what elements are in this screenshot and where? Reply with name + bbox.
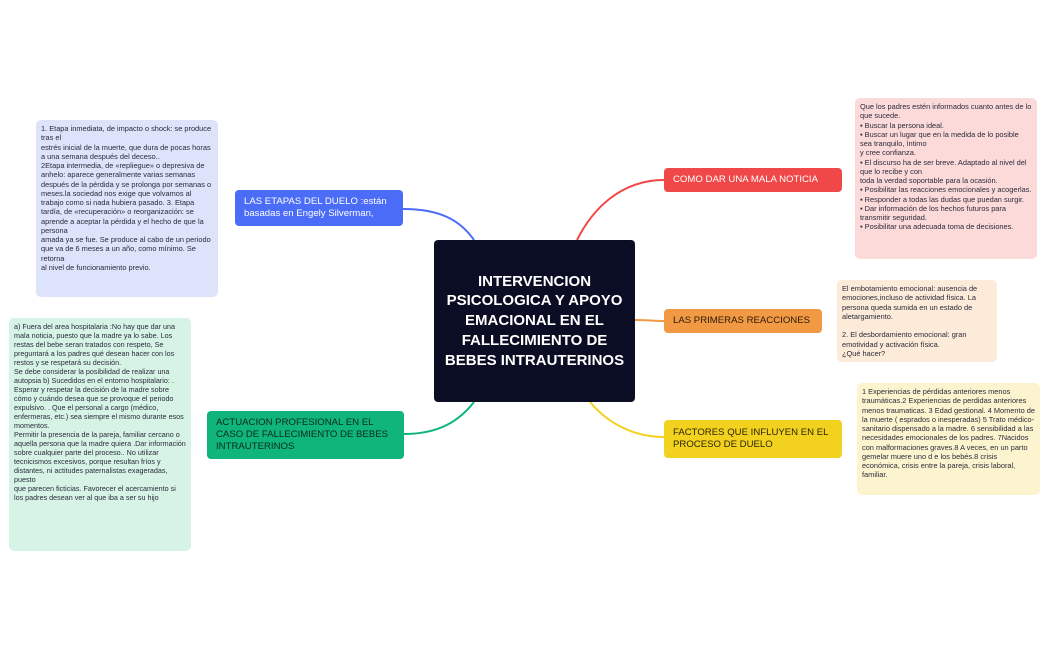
topic-factores-duelo[interactable]: FACTORES QUE INFLUYEN EN EL PROCESO DE D… <box>664 420 842 458</box>
topic-actuacion-profesional[interactable]: ACTUACION PROFESIONAL EN EL CASO DE FALL… <box>207 411 404 459</box>
note-primeras-reacciones: El embotamiento emocional: ausencia de e… <box>837 280 997 362</box>
topic-primeras-reacciones[interactable]: LAS PRIMERAS REACCIONES <box>664 309 822 333</box>
connector-factores <box>589 401 665 438</box>
connector-etapas <box>402 208 475 241</box>
note-etapas-duelo: 1. Etapa inmediata, de impacto o shock: … <box>36 120 218 297</box>
note-actuacion-profesional: a) Fuera del area hospitalaria :No hay q… <box>9 318 191 551</box>
note-factores-duelo: 1 Experiencias de pérdidas anteriores me… <box>857 383 1040 495</box>
connector-reacciones <box>634 319 665 322</box>
connector-actuacion <box>403 401 475 435</box>
topic-mala-noticia[interactable]: COMO DAR UNA MALA NOTICIA <box>664 168 842 192</box>
note-mala-noticia: Que los padres estén informados cuanto a… <box>855 98 1037 259</box>
topic-etapas-duelo[interactable]: LAS ETAPAS DEL DUELO :están basadas en E… <box>235 190 403 226</box>
central-topic[interactable]: INTERVENCION PSICOLOGICA Y APOYO EMACION… <box>434 240 635 402</box>
connector-mala-noticia <box>576 179 665 241</box>
